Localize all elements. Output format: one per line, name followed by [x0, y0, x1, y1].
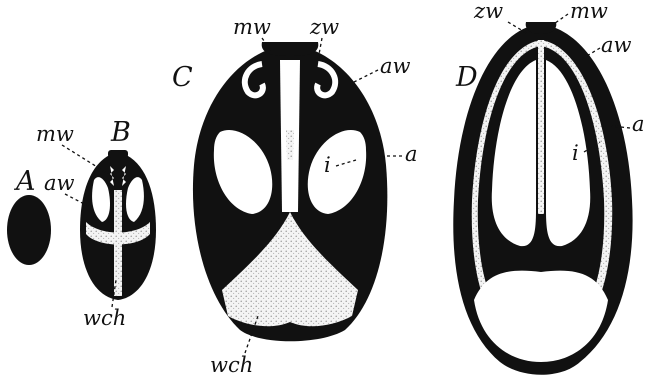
panel-d-letter: D — [455, 62, 478, 93]
panel-d-label-i: i — [572, 141, 579, 165]
panel-a-embryo — [7, 195, 51, 265]
panel-b-cap — [108, 150, 128, 158]
panel-c-label-mw: mw — [233, 15, 271, 39]
panel-c-leader-aw — [350, 70, 378, 84]
panel-d-axis-stipple — [538, 40, 544, 214]
panel-c-label-aw: aw — [380, 54, 411, 78]
panel-c-label-zw: zw — [309, 15, 339, 39]
panel-b-label-mw: mw — [36, 122, 74, 146]
panel-b-label-wch: wch — [83, 306, 126, 330]
panel-d: D zw mw aw a i — [453, 0, 644, 375]
panel-c: C mw zw aw a i wch — [172, 15, 418, 377]
panel-c-label-i: i — [324, 153, 331, 177]
panel-d-label-mw: mw — [570, 0, 608, 23]
panel-d-label-a: a — [632, 112, 645, 136]
panel-c-label-a: a — [405, 142, 418, 166]
panel-a-letter: A — [13, 166, 36, 197]
panel-d-leader-mw — [548, 14, 568, 28]
panel-b-label-aw: aw — [44, 171, 75, 195]
panel-b: B mw aw wch — [36, 117, 156, 330]
panel-d-label-aw: aw — [601, 33, 632, 57]
panel-c-label-wch: wch — [210, 353, 253, 377]
panel-d-label-zw: zw — [473, 0, 503, 23]
panel-b-letter: B — [110, 117, 131, 148]
panel-b-stipple-axis — [114, 190, 122, 296]
panel-c-axis-stipple — [286, 130, 294, 160]
panel-c-letter: C — [172, 62, 193, 93]
